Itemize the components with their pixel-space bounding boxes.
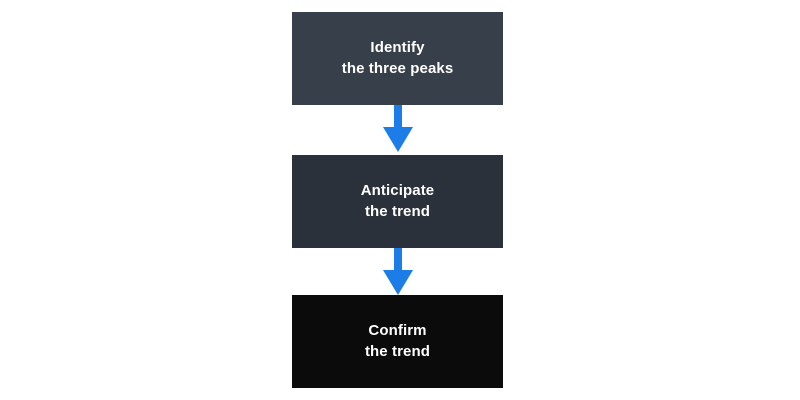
flow-step-label: Identify the three peaks: [341, 39, 454, 77]
flow-step-confirm[interactable]: Confirm the trend: [292, 295, 503, 388]
flow-step-identify[interactable]: Identify the three peaks: [292, 12, 503, 105]
flow-step-anticipate[interactable]: Anticipate the trend: [292, 155, 503, 248]
flow-step-label: Anticipate the trend: [360, 182, 435, 220]
arrow-down-icon: [374, 248, 422, 298]
arrow-down-icon: [374, 105, 422, 155]
flow-step-label: Confirm the trend: [364, 322, 431, 360]
